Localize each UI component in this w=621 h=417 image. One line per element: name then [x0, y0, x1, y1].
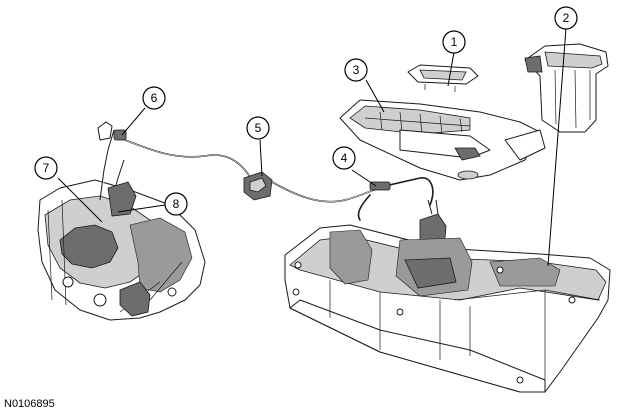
shift-bezel	[407, 64, 479, 92]
leader-4	[351, 169, 377, 187]
cable-grommet	[243, 171, 273, 201]
floor-console-base	[284, 199, 611, 393]
leader-7	[57, 177, 103, 223]
callout-3-label: 3	[353, 63, 360, 77]
cable-adjuster	[369, 181, 391, 191]
cable-bracket-clip	[113, 129, 127, 141]
console-top-panel	[339, 99, 546, 181]
callout-8-label: 8	[173, 197, 180, 211]
leader-lines	[57, 27, 567, 267]
callout-1: 1	[442, 30, 466, 54]
callout-3: 3	[344, 58, 368, 82]
callout-6-label: 6	[151, 91, 158, 105]
drawing-id-label: N0106895	[4, 398, 55, 410]
transmission-assembly	[37, 121, 206, 321]
leader-5	[259, 139, 263, 177]
storage-bin	[524, 43, 609, 133]
leader-6	[121, 107, 146, 136]
callout-1-label: 1	[451, 35, 458, 49]
callout-2-label: 2	[563, 11, 570, 25]
leader-1	[447, 51, 455, 87]
callout-4: 4	[332, 146, 356, 170]
callout-7-label: 7	[43, 161, 50, 175]
callout-7: 7	[34, 156, 58, 180]
callout-2: 2	[554, 6, 578, 30]
callout-4-label: 4	[341, 151, 348, 165]
callout-8: 8	[164, 192, 188, 216]
leader-3	[365, 79, 385, 113]
leader-2	[547, 27, 567, 267]
shift-cable	[113, 129, 434, 221]
callout-5: 5	[246, 116, 270, 140]
callout-5-label: 5	[255, 121, 262, 135]
callout-6: 6	[142, 86, 166, 110]
leader-8	[117, 204, 166, 213]
